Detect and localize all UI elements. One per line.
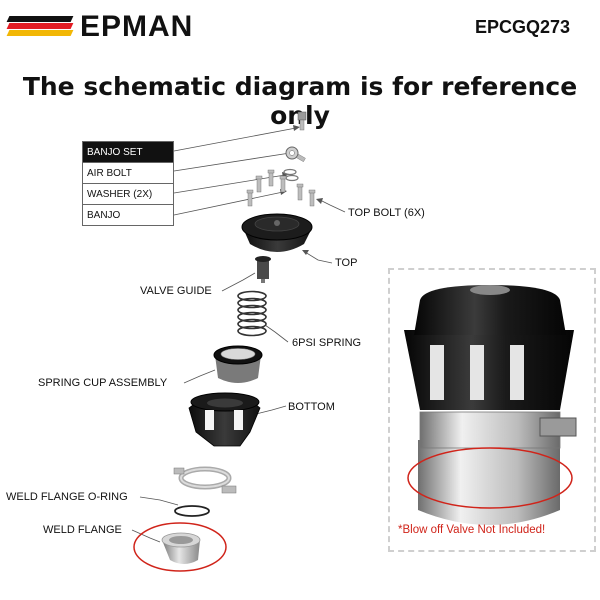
table-cell: BANJO bbox=[82, 204, 174, 226]
product-code: EPCGQ273 bbox=[474, 17, 570, 37]
banjo-set-table: BANJO SET AIR BOLT WASHER (2X) BANJO bbox=[82, 141, 174, 226]
spring-part bbox=[237, 290, 267, 337]
table-row: WASHER (2X) bbox=[82, 183, 174, 205]
photo-highlight-circle bbox=[407, 447, 573, 509]
label-spring-cup: SPRING CUP ASSEMBLY bbox=[38, 377, 168, 389]
top-bolts-part bbox=[246, 169, 316, 207]
leader-lines bbox=[131, 127, 346, 543]
o-ring-part bbox=[174, 505, 210, 517]
air-bolt-part bbox=[297, 111, 307, 131]
weld-flange-part bbox=[161, 532, 201, 564]
clamp-part bbox=[173, 466, 237, 494]
label-spring: 6PSI SPRING bbox=[292, 337, 362, 349]
brand-name: EPMAN bbox=[80, 10, 194, 43]
photo-window bbox=[510, 345, 524, 400]
valve-guide-part bbox=[255, 256, 271, 283]
label-top: TOP bbox=[335, 257, 358, 269]
headline: The schematic diagram is for reference o… bbox=[22, 72, 578, 130]
label-weld-flange: WELD FLANGE bbox=[43, 524, 122, 536]
table-cell: BANJO SET bbox=[82, 141, 174, 163]
label-oring: WELD FLANGE O-RING bbox=[6, 491, 128, 503]
label-valve-guide: VALVE GUIDE bbox=[140, 285, 212, 297]
product-photo-panel bbox=[388, 268, 596, 552]
weld-flange-highlight bbox=[133, 522, 227, 572]
photo-valve-cap bbox=[414, 285, 566, 335]
table-row: BANJO SET bbox=[82, 141, 174, 163]
table-cell: WASHER (2X) bbox=[82, 183, 174, 205]
photo-clamp-bolt bbox=[539, 417, 577, 437]
banjo-part bbox=[285, 146, 306, 163]
weld-flange-pipe bbox=[418, 440, 560, 525]
photo-window bbox=[430, 345, 444, 400]
label-bottom: BOTTOM bbox=[288, 401, 335, 413]
photo-clamp bbox=[419, 411, 561, 449]
spring-cup-part bbox=[213, 345, 263, 383]
table-row: BANJO bbox=[82, 204, 174, 226]
label-top-bolt: TOP BOLT (6X) bbox=[348, 207, 425, 219]
photo-valve-body bbox=[404, 330, 574, 410]
photo-valve-port bbox=[470, 285, 510, 295]
bottom-housing-part bbox=[188, 392, 261, 447]
photo-window bbox=[470, 345, 484, 400]
brand-logo: EPMAN bbox=[6, 8, 208, 43]
not-included-note: *Blow off Valve Not Included! bbox=[398, 524, 546, 536]
top-cap-part bbox=[241, 213, 313, 252]
